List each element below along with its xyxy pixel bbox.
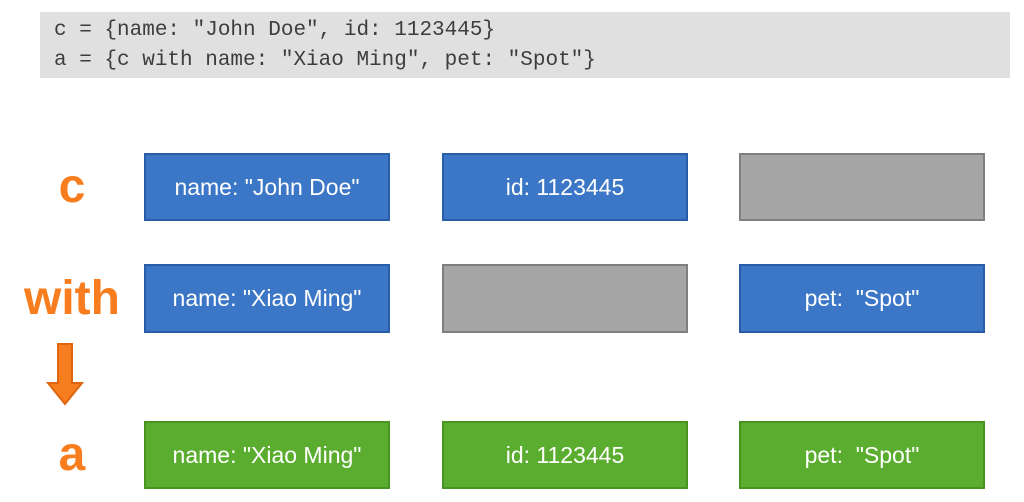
box-c-id: id: 1123445 xyxy=(442,153,688,221)
box-c-empty xyxy=(739,153,985,221)
row-c: c name: "John Doe" id: 1123445 xyxy=(0,153,1024,221)
code-line: c = {name: "John Doe", id: 1123445} xyxy=(54,19,496,42)
box-a-id: id: 1123445 xyxy=(442,421,688,489)
row-a: a name: "Xiao Ming" id: 1123445 pet: "Sp… xyxy=(0,421,1024,489)
box-with-name: name: "Xiao Ming" xyxy=(144,264,390,333)
row-with: with name: "Xiao Ming" pet: "Spot" xyxy=(0,264,1024,333)
code-snippet: c = {name: "John Doe", id: 1123445} a = … xyxy=(40,12,1010,78)
row-label-with: with xyxy=(24,271,120,325)
box-a-pet: pet: "Spot" xyxy=(739,421,985,489)
down-arrow-icon xyxy=(45,343,85,406)
code-line: a = {c with name: "Xiao Ming", pet: "Spo… xyxy=(54,49,596,72)
box-with-pet: pet: "Spot" xyxy=(739,264,985,333)
box-with-empty xyxy=(442,264,688,333)
row-label-c: c xyxy=(58,160,86,213)
row-label-a: a xyxy=(58,428,86,481)
box-a-name: name: "Xiao Ming" xyxy=(144,421,390,489)
box-c-name: name: "John Doe" xyxy=(144,153,390,221)
